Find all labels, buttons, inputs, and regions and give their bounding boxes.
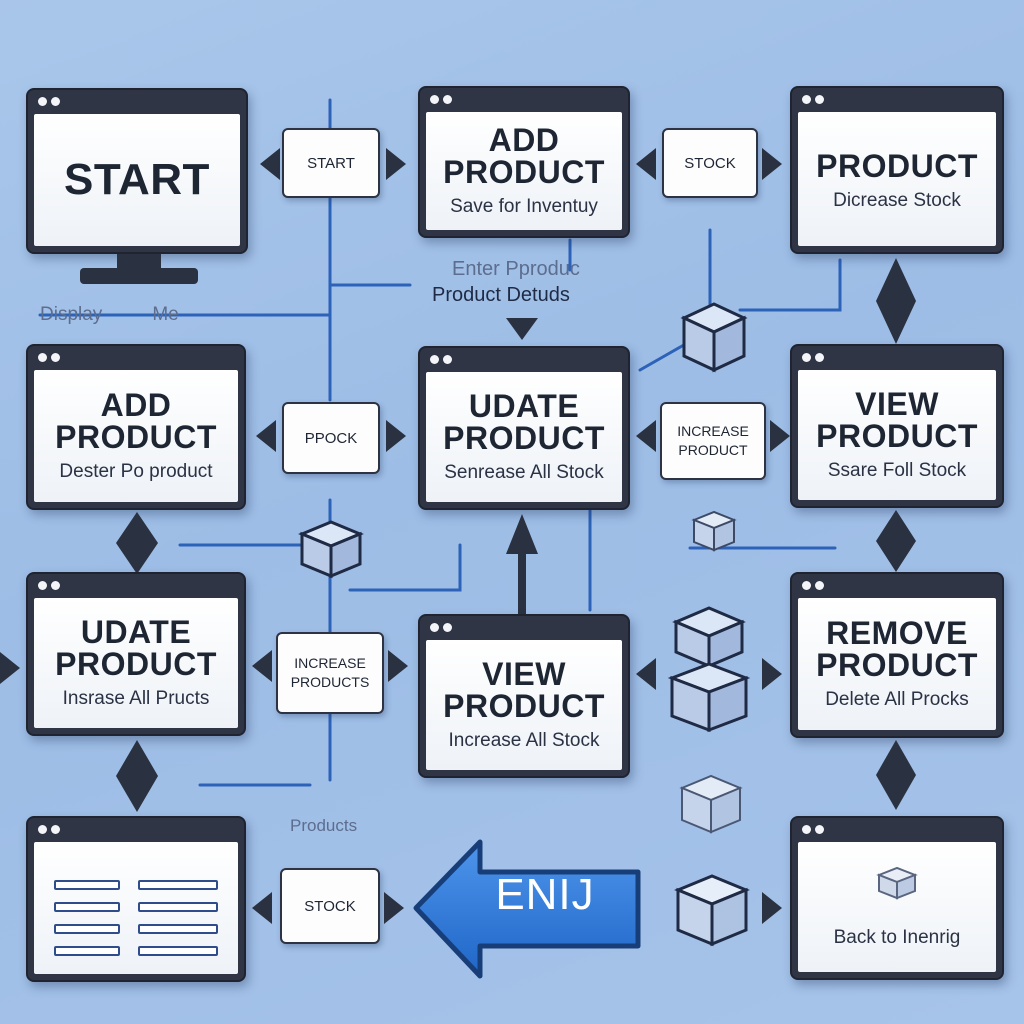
box-icon bbox=[298, 520, 364, 579]
arrow-left-icon bbox=[636, 420, 656, 452]
arrow-down-icon bbox=[506, 318, 538, 340]
end-arrow-button[interactable] bbox=[410, 836, 646, 984]
add-product-window-top[interactable]: ADD PRODUCT Save for Inventuy bbox=[418, 86, 630, 238]
arrow-left-icon bbox=[252, 892, 272, 924]
window-title: UDATE PRODUCT bbox=[55, 614, 217, 682]
view-product-window-center[interactable]: VIEW PRODUCT Increase All Stock bbox=[418, 614, 630, 778]
arrow-left-icon bbox=[260, 148, 280, 180]
list-panel bbox=[34, 842, 238, 974]
box-icon bbox=[680, 302, 748, 373]
monitor-base bbox=[80, 268, 198, 284]
connector-label: STOCK bbox=[304, 897, 356, 915]
window-title: ADD PRODUCT bbox=[443, 122, 605, 190]
connector-label: STOCK bbox=[684, 154, 736, 172]
update-product-window-center[interactable]: UDATE PRODUCT Senrease All Stock bbox=[418, 346, 630, 510]
connector-start[interactable]: START bbox=[282, 128, 380, 198]
connector-label: PPOCK bbox=[304, 429, 358, 447]
arrow-right-icon bbox=[762, 658, 782, 690]
diamond-connector-icon bbox=[876, 740, 916, 810]
enter-details-text-2: Product Detuds bbox=[432, 284, 570, 306]
arrow-right-icon bbox=[0, 652, 20, 684]
window-subtitle: Insrase All Pructs bbox=[62, 688, 210, 709]
box-icon bbox=[679, 774, 743, 834]
window-title: VIEW PRODUCT bbox=[816, 386, 978, 454]
connector-label: INCREASE PRODUCTS bbox=[290, 655, 370, 690]
product-list-window[interactable] bbox=[26, 816, 246, 982]
box-icon bbox=[674, 874, 750, 947]
arrow-right-icon bbox=[762, 148, 782, 180]
window-subtitle: Increase All Stock bbox=[448, 730, 600, 751]
connector-label: INCREASE PRODUCT bbox=[677, 423, 749, 458]
window-subtitle: Save for Inventuy bbox=[450, 196, 598, 217]
remove-product-window[interactable]: REMOVE PRODUCT Delete All Procks bbox=[790, 572, 1004, 738]
enter-details-text-1: Enter Pproduc bbox=[452, 258, 580, 280]
diamond-connector-icon bbox=[876, 510, 916, 572]
window-title: REMOVE PRODUCT bbox=[816, 615, 978, 683]
arrow-left-icon bbox=[636, 148, 656, 180]
window-subtitle: Delete All Procks bbox=[825, 689, 969, 710]
arrow-right-icon bbox=[384, 892, 404, 924]
window-title: ADD PRODUCT bbox=[55, 387, 217, 455]
box-icon bbox=[876, 866, 918, 900]
box-icon bbox=[691, 510, 737, 552]
diamond-connector-icon bbox=[116, 512, 158, 574]
arrow-right-icon bbox=[386, 420, 406, 452]
window-subtitle: Dicrease Stock bbox=[833, 190, 961, 211]
arrow-right-icon bbox=[388, 650, 408, 682]
add-product-window-left[interactable]: ADD PRODUCT Dester Po product bbox=[26, 344, 246, 510]
connector-increase-product[interactable]: INCREASE PRODUCT bbox=[660, 402, 766, 480]
monitor-stand bbox=[117, 254, 161, 270]
connector-stock[interactable]: STOCK bbox=[662, 128, 758, 198]
connector-ppock[interactable]: PPOCK bbox=[282, 402, 380, 474]
arrow-right-icon bbox=[762, 892, 782, 924]
arrow-up-icon bbox=[506, 514, 538, 622]
arrow-left-icon bbox=[252, 650, 272, 682]
connector-label: START bbox=[307, 154, 355, 172]
arrow-right-icon bbox=[386, 148, 406, 180]
product-window-top-right[interactable]: PRODUCT Dicrease Stock bbox=[790, 86, 1004, 254]
connector-increase-products[interactable]: INCREASE PRODUCTS bbox=[276, 632, 384, 714]
products-faint-text: Products bbox=[290, 816, 358, 835]
window-subtitle: Dester Po product bbox=[59, 461, 213, 482]
window-subtitle: Ssare Foll Stock bbox=[827, 460, 967, 481]
window-title: START bbox=[64, 155, 210, 204]
window-subtitle: Back to Inenrig bbox=[833, 927, 961, 948]
end-button-label: ENIJ bbox=[495, 870, 595, 919]
window-title: UDATE PRODUCT bbox=[443, 388, 605, 456]
connector-stock-bottom[interactable]: STOCK bbox=[280, 868, 380, 944]
arrow-left-icon bbox=[636, 658, 656, 690]
window-subtitle: Senrease All Stock bbox=[444, 462, 604, 483]
update-product-window-left[interactable]: UDATE PRODUCT Insrase All Pructs bbox=[26, 572, 246, 736]
window-title: VIEW PRODUCT bbox=[443, 656, 605, 724]
arrow-left-icon bbox=[256, 420, 276, 452]
back-to-inventory-window[interactable]: Back to Inenrig bbox=[790, 816, 1004, 980]
window-title: PRODUCT bbox=[816, 148, 978, 184]
start-window[interactable]: START bbox=[26, 88, 248, 254]
diamond-connector-icon bbox=[116, 740, 158, 812]
stacked-boxes-icon bbox=[667, 606, 751, 733]
view-product-window-right[interactable]: VIEW PRODUCT Ssare Foll Stock bbox=[790, 344, 1004, 508]
diamond-connector-icon bbox=[876, 258, 916, 344]
arrow-right-icon bbox=[770, 420, 790, 452]
